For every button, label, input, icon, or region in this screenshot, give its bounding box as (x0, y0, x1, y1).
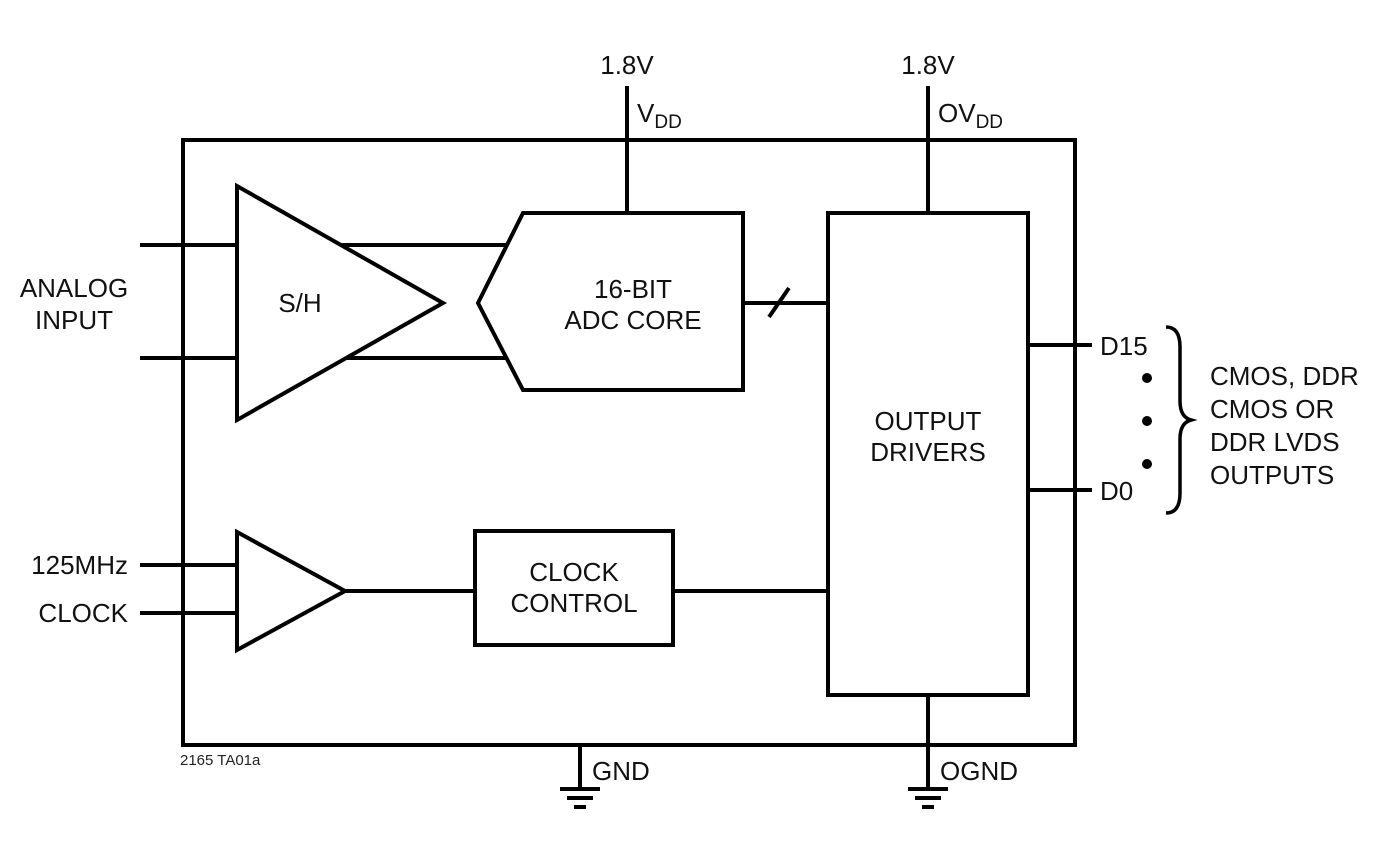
ovdd-pin-base: OV (938, 98, 976, 128)
vdd-voltage-label: 1.8V (600, 50, 654, 80)
clock-control-label: CLOCK CONTROL (475, 557, 673, 619)
sample-hold-label: S/H (278, 288, 322, 318)
output-ellipsis-dot-2 (1142, 416, 1152, 426)
outputs-note: CMOS, DDR CMOS OR DDR LVDS OUTPUTS (1210, 360, 1359, 492)
output-drivers-line2: DRIVERS (870, 437, 986, 467)
outputs-note-line2: CMOS OR (1210, 394, 1335, 424)
outputs-note-line3: DDR LVDS (1210, 427, 1340, 457)
ovdd-pin-label: OVDD (938, 98, 1003, 132)
gnd-label: GND (592, 756, 650, 786)
analog-input-line1: ANALOG (19, 273, 129, 303)
clock-control-block (473, 529, 675, 647)
clock-label: CLOCK (38, 598, 128, 628)
output-ellipsis-dot-3 (1142, 459, 1152, 469)
adc-core-label: 16-BIT ADC CORE (523, 274, 743, 336)
analog-input-label: ANALOG INPUT (8, 272, 140, 336)
output-ellipsis-dot-1 (1142, 373, 1152, 383)
output-drivers-line1: OUTPUT (874, 406, 982, 436)
ovdd-pin-subscript: DD (975, 112, 1004, 134)
outputs-note-line1: CMOS, DDR (1210, 361, 1359, 391)
vdd-pin-base: V (637, 98, 655, 128)
clock-control-line1: CLOCK (529, 557, 619, 587)
clock-control-line2: CONTROL (510, 588, 638, 618)
output-drivers-label: OUTPUT DRIVERS (828, 406, 1028, 468)
vdd-pin-label: VDD (637, 98, 682, 132)
adc-core-line1: 16-BIT (593, 274, 673, 304)
ognd-label: OGND (940, 756, 1018, 786)
part-reference-label: 2165 TA01a (180, 752, 261, 769)
d15-pin-label: D15 (1100, 331, 1148, 361)
outputs-brace (1165, 325, 1198, 515)
bus-width-slash (767, 286, 791, 319)
sample-hold-triangle (235, 182, 448, 424)
clock-frequency-label: 125MHz (31, 550, 128, 580)
vdd-pin-subscript: DD (654, 112, 682, 134)
ovdd-voltage-label: 1.8V (901, 50, 955, 80)
d0-pin-label: D0 (1100, 476, 1134, 506)
analog-input-line2: INPUT (35, 305, 113, 335)
outputs-note-line4: OUTPUTS (1210, 460, 1335, 490)
adc-core-line2: ADC CORE (564, 305, 702, 335)
clock-buffer-triangle (235, 528, 350, 654)
